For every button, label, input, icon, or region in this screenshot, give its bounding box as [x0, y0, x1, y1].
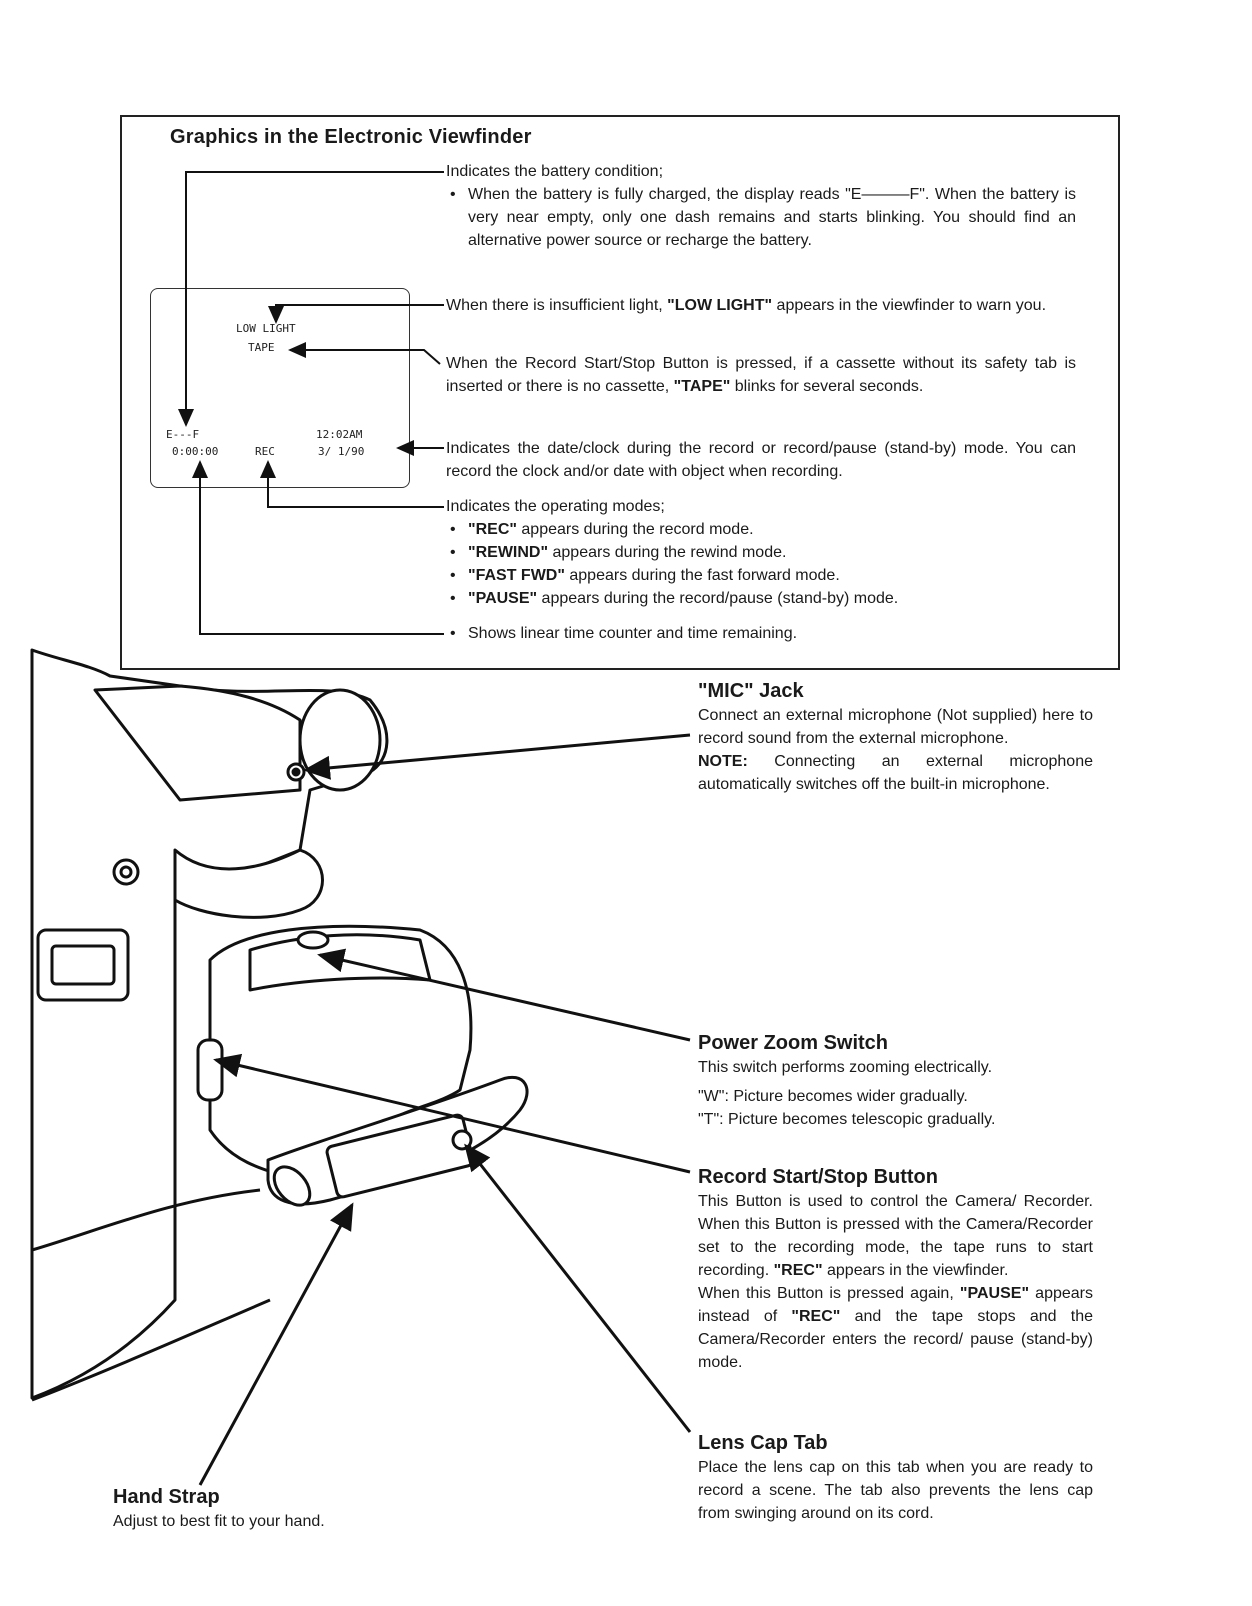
mode-fast-fwd-text: appears during the fast forward mode.: [564, 567, 840, 584]
record-p2-end: and the tape stops and the Camera/Record…: [698, 1308, 1093, 1371]
low-light-text-post: appears in the viewfinder to warn you.: [772, 297, 1047, 314]
viewfinder-screen: [150, 288, 410, 488]
viewfinder-graphics-box: [120, 115, 1120, 670]
mic-jack-body: Connect an external microphone (Not supp…: [698, 707, 1093, 747]
power-zoom-title: Power Zoom Switch: [698, 1032, 889, 1054]
screen-low-light: LOW LIGHT: [236, 322, 296, 335]
battery-description: Indicates the battery condition; When th…: [446, 160, 1076, 252]
tape-keyword: "TAPE": [673, 378, 731, 395]
lens-cap-body: Place the lens cap on this tab when you …: [698, 1459, 1093, 1522]
mode-item-rec: "REC" appears during the record mode.: [446, 518, 1076, 541]
clock-description: Indicates the date/clock during the reco…: [446, 440, 1076, 480]
screen-clock: 12:02AM: [316, 428, 363, 441]
record-button-p2: When this Button is pressed again, "PAUS…: [698, 1282, 1093, 1374]
hand-strap-body: Adjust to best fit to your hand.: [113, 1513, 325, 1530]
power-zoom-w: "W": Picture becomes wider gradually.: [698, 1088, 968, 1105]
mic-jack-section: "MIC" Jack Connect an external microphon…: [698, 678, 1093, 796]
mic-jack-note: NOTE: Connecting an external microphone …: [698, 750, 1093, 796]
modes-description: Indicates the operating modes; "REC" app…: [446, 495, 1076, 610]
mode-leader-line: [260, 460, 444, 508]
mode-fast-fwd-keyword: "FAST FWD": [468, 567, 565, 584]
mode-rewind-keyword: "REWIND": [468, 544, 549, 561]
record-button-title: Record Start/Stop Button: [698, 1166, 938, 1188]
low-light-text-pre: When there is insufficient light,: [446, 297, 668, 314]
record-p2-text: When this Button is pressed again,: [698, 1285, 960, 1302]
hand-strap-title: Hand Strap: [113, 1486, 220, 1508]
low-light-description: When there is insufficient light, "LOW L…: [446, 294, 1076, 317]
tape-text-post: blinks for several seconds.: [730, 378, 924, 395]
counter-description: Shows linear time counter and time remai…: [446, 622, 1076, 645]
record-button-leader-line: [213, 1053, 691, 1174]
hand-strap-section: Hand Strap Adjust to best fit to your ha…: [113, 1484, 493, 1533]
tape-leader-line: [288, 342, 441, 365]
mic-jack-title: "MIC" Jack: [698, 680, 804, 702]
tape-description: When the Record Start/Stop Button is pre…: [446, 352, 1076, 398]
power-zoom-body: This switch performs zooming electricall…: [698, 1059, 993, 1076]
battery-lead: Indicates the battery condition;: [446, 163, 664, 180]
low-light-keyword: "LOW LIGHT": [667, 297, 773, 314]
counter-bullet: Shows linear time counter and time remai…: [446, 622, 1076, 645]
lens-cap-leader-line: [464, 1143, 692, 1433]
lens-cap-title: Lens Cap Tab: [698, 1432, 828, 1454]
note-text: Connecting an external microphone automa…: [698, 753, 1093, 793]
record-p1-text: This Button is used to control the Camer…: [698, 1193, 1093, 1279]
screen-tape: TAPE: [248, 341, 275, 354]
low-light-leader-line: [268, 304, 444, 324]
mode-pause-keyword: "PAUSE": [468, 590, 538, 607]
viewfinder-title: Graphics in the Electronic Viewfinder: [170, 126, 532, 148]
power-zoom-t: "T": Picture becomes telescopic graduall…: [698, 1111, 996, 1128]
mode-rec-keyword: "REC": [468, 521, 517, 538]
battery-bullet: When the battery is fully charged, the d…: [446, 183, 1076, 252]
mode-item-fast-fwd: "FAST FWD" appears during the fast forwa…: [446, 564, 1076, 587]
power-zoom-section: Power Zoom Switch This switch performs z…: [698, 1030, 1093, 1131]
record-p2-mid: appears instead of: [698, 1285, 1093, 1325]
record-p1-keyword: "REC": [773, 1262, 823, 1279]
counter-leader-line: [192, 460, 444, 635]
hand-strap-leader-line: [198, 1202, 354, 1486]
tape-text-pre: When the Record Start/Stop Button is pre…: [446, 355, 1076, 395]
screen-counter: 0:00:00: [172, 445, 219, 458]
note-label: NOTE:: [698, 753, 748, 770]
camcorder-drawing: [30, 648, 529, 1402]
mode-pause-text: appears during the record/pause (stand-b…: [537, 590, 899, 607]
power-zoom-leader-line: [317, 948, 691, 1042]
record-p2-keyword-pause: "PAUSE": [959, 1285, 1030, 1302]
record-p1-end: appears in the viewfinder.: [822, 1262, 1009, 1279]
mode-rec-text: appears during the record mode.: [516, 521, 754, 538]
screen-battery: E---F: [166, 428, 200, 441]
battery-leader-line: [178, 171, 444, 427]
mic-jack-leader-line: [303, 733, 691, 780]
lens-cap-section: Lens Cap Tab Place the lens cap on this …: [698, 1430, 1093, 1525]
mode-item-pause: "PAUSE" appears during the record/pause …: [446, 587, 1076, 610]
modes-lead: Indicates the operating modes;: [446, 498, 665, 515]
screen-mode: REC: [255, 445, 275, 458]
screen-date: 3/ 1/90: [318, 445, 365, 458]
record-button-section: Record Start/Stop Button This Button is …: [698, 1164, 1093, 1374]
mode-item-rewind: "REWIND" appears during the rewind mode.: [446, 541, 1076, 564]
record-button-p1: This Button is used to control the Camer…: [698, 1190, 1093, 1282]
record-p2-keyword-rec: "REC": [791, 1308, 841, 1325]
mode-rewind-text: appears during the rewind mode.: [548, 544, 787, 561]
